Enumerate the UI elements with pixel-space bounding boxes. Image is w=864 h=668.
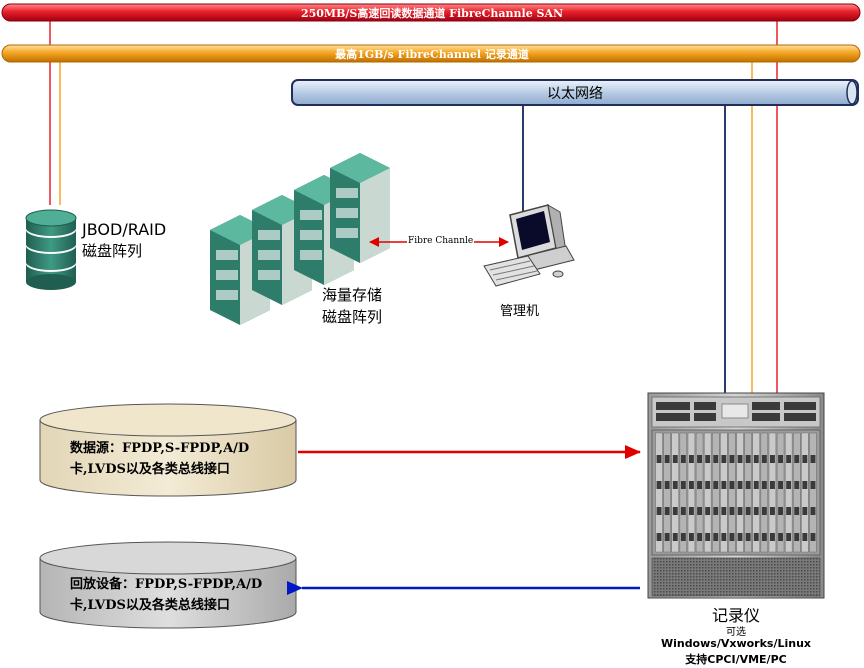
recorder-chassis-icon	[647, 392, 825, 599]
recorder-optional: 可选	[726, 627, 746, 638]
storage-label-line2: 磁盘阵列	[322, 308, 383, 326]
storage-array-icon	[210, 153, 390, 325]
fibre-channel-label: Fibre Channle	[407, 236, 475, 246]
jbod-label-line1: JBOD/RAID	[82, 220, 167, 239]
computer-icon	[483, 204, 575, 287]
data-source-drum	[39, 403, 297, 497]
storage-label-line1: 海量存储	[322, 286, 383, 304]
bus-connector-lines	[49, 20, 778, 395]
recorder-title: 记录仪	[711, 606, 760, 625]
playback-drum	[39, 541, 297, 629]
data-source-text: 数据源：FPDP,S-FPDP,A/D卡,LVDS以及各类总线接口	[70, 441, 250, 477]
record-bus	[1, 44, 861, 63]
management-label: 管理机	[500, 304, 540, 319]
jbod-disk-icon	[25, 209, 77, 290]
recorder-os-support: Windows/Vxworks/Linux	[660, 637, 812, 650]
san-bus-label: 250MB/S高速回读数据通道 FibreChannle SAN	[300, 7, 564, 20]
recorder-bus-support: 支持CPCI/VME/PC	[685, 653, 787, 666]
playback-text: 回放设备：FPDP,S-FPDP,A/D卡,LVDS以及各类总线接口	[70, 577, 263, 613]
jbod-label-line2: 磁盘阵列	[82, 242, 143, 260]
san-bus	[1, 3, 861, 22]
record-bus-label: 最高1GB/s FibreChannel 记录通道	[335, 48, 529, 61]
ethernet-bus	[291, 79, 859, 106]
ethernet-bus-label: 以太网络	[547, 86, 603, 102]
